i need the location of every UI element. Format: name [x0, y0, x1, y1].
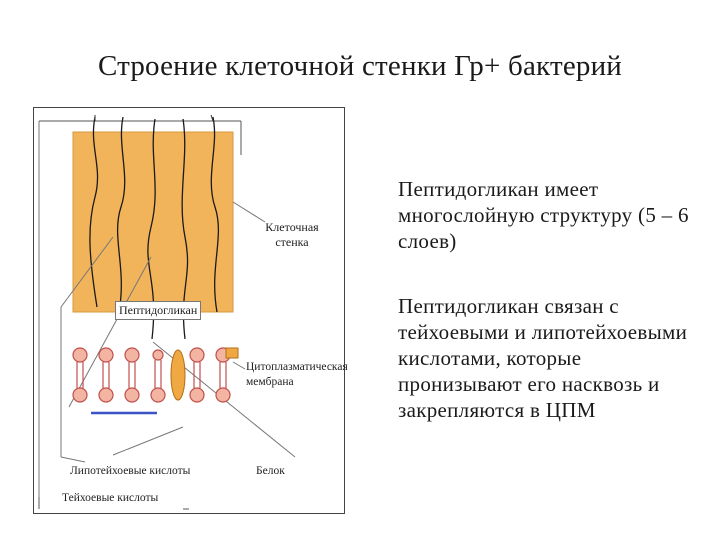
label-teichoic-acids: Тейхоевые кислоты: [62, 492, 159, 504]
leader-line: [60, 456, 86, 463]
label-cytoplasmic-membrane: Цитоплазматическая мембрана: [246, 361, 348, 388]
leader-line: [232, 361, 246, 370]
leader-line: [232, 201, 266, 223]
lipoteichoic-acid-strand: [181, 118, 189, 340]
paragraph-peptidoglycan-links: Пептидогликан связан с тейхоевыми и липо…: [398, 294, 688, 422]
paragraph-peptidoglycan-structure: Пептидогликан имеет многослойную структу…: [398, 177, 689, 253]
teichoic-acid-strand: [116, 116, 126, 313]
membrane-protein: [170, 349, 186, 401]
figure-frame: [33, 107, 345, 514]
cell-wall-diagram: [38, 114, 296, 510]
label-protein: Белок: [256, 465, 285, 477]
label-cell-wall: Клеточная стенка: [265, 220, 319, 249]
label-lipoteichoic-acids: Липотейхоевые кислоты: [70, 465, 191, 477]
membrane-bilayer: [72, 347, 231, 403]
label-peptidoglycan: Пептидогликан: [115, 301, 202, 320]
teichoic-acid-strand: [210, 116, 220, 313]
strand-tip: [210, 114, 214, 122]
lipoteichoic-acid-strand: [147, 118, 156, 340]
teichoic-acid-strand: [89, 116, 99, 308]
slide-title: Строение клеточной стенки Гр+ бактерий: [97, 50, 623, 82]
leader-line: [112, 426, 184, 456]
lipoteichoic-anchor: [150, 349, 166, 403]
leader-line: [60, 236, 114, 308]
membrane-marker: [225, 347, 239, 359]
cell-wall-block: [72, 131, 234, 313]
